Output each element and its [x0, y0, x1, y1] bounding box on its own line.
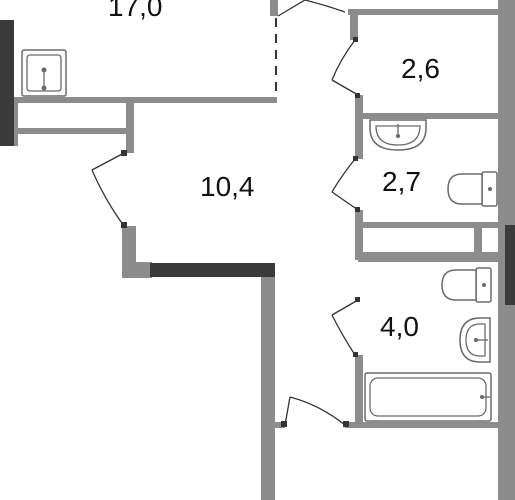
wall-shaft-post: [474, 228, 482, 258]
wall-left-exterior: [0, 20, 14, 146]
room-area-living: 17,0: [108, 0, 163, 22]
wall-storage-left: [350, 15, 358, 40]
room-area-hall: 10,4: [200, 171, 255, 202]
room-area-toilet: 2,7: [382, 166, 421, 197]
wall-storage-left-lower: [355, 95, 363, 159]
wall-hall-exterior: [150, 263, 275, 277]
toilet-icon: [447, 171, 498, 207]
door-hall[interactable]: [91, 150, 127, 228]
door-toilet[interactable]: [331, 156, 360, 212]
wall-toilet-left: [355, 210, 363, 260]
room-area-bathroom: 4,0: [380, 311, 419, 342]
washbasin-icon: [459, 317, 491, 363]
washbasin-icon: [369, 119, 427, 151]
wall-lower-left: [261, 277, 275, 500]
wall-living-bottom: [14, 97, 277, 103]
bathtub-icon: [364, 372, 492, 422]
wall-bath-left: [355, 355, 363, 425]
door-top: [277, 0, 346, 17]
wall-corridor-post: [126, 103, 134, 153]
wall-bath-bottom: [345, 422, 498, 428]
wall-storage-bottom: [358, 113, 498, 119]
wall-toilet-bottom: [358, 222, 498, 228]
wall-entry-left: [275, 422, 285, 428]
room-area-storage: 2,6: [401, 53, 440, 84]
wall-corridor-top: [14, 128, 134, 134]
wall-right-exterior-2: [505, 225, 515, 305]
wall-top-stub: [270, 0, 278, 16]
door-bathroom[interactable]: [331, 297, 360, 357]
wall-shaft-bottom: [358, 252, 498, 262]
wall-hall-left-corner: [122, 262, 152, 278]
toilet-icon: [441, 267, 492, 303]
wall-right: [498, 0, 508, 500]
wall-left-interior: [14, 97, 18, 146]
door-entry[interactable]: [281, 396, 349, 427]
wall-top-right: [348, 9, 498, 15]
door-storage[interactable]: [331, 37, 360, 98]
kitchen-sink-icon: [21, 49, 67, 97]
